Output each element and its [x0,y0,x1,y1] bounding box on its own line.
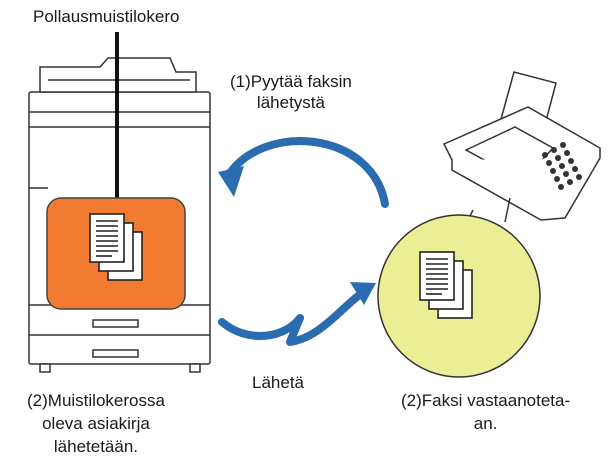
receiver-step-label: (2)Faksi vastaanoteta- an. [401,391,571,433]
send-arrow [218,282,376,346]
request-arrow [218,137,389,208]
fax-icon [442,71,601,221]
magnifier-bubble [377,197,541,378]
send-label: Lähetä [252,373,304,392]
memory-box-title: Pollausmuistilokero [33,7,180,26]
request-label: (1)Pyytää faksin lähetystä [230,72,352,112]
polling-memory-box [46,197,186,310]
sender-step-label: (2)Muistilokerossa oleva asiakirja lähet… [27,391,165,456]
